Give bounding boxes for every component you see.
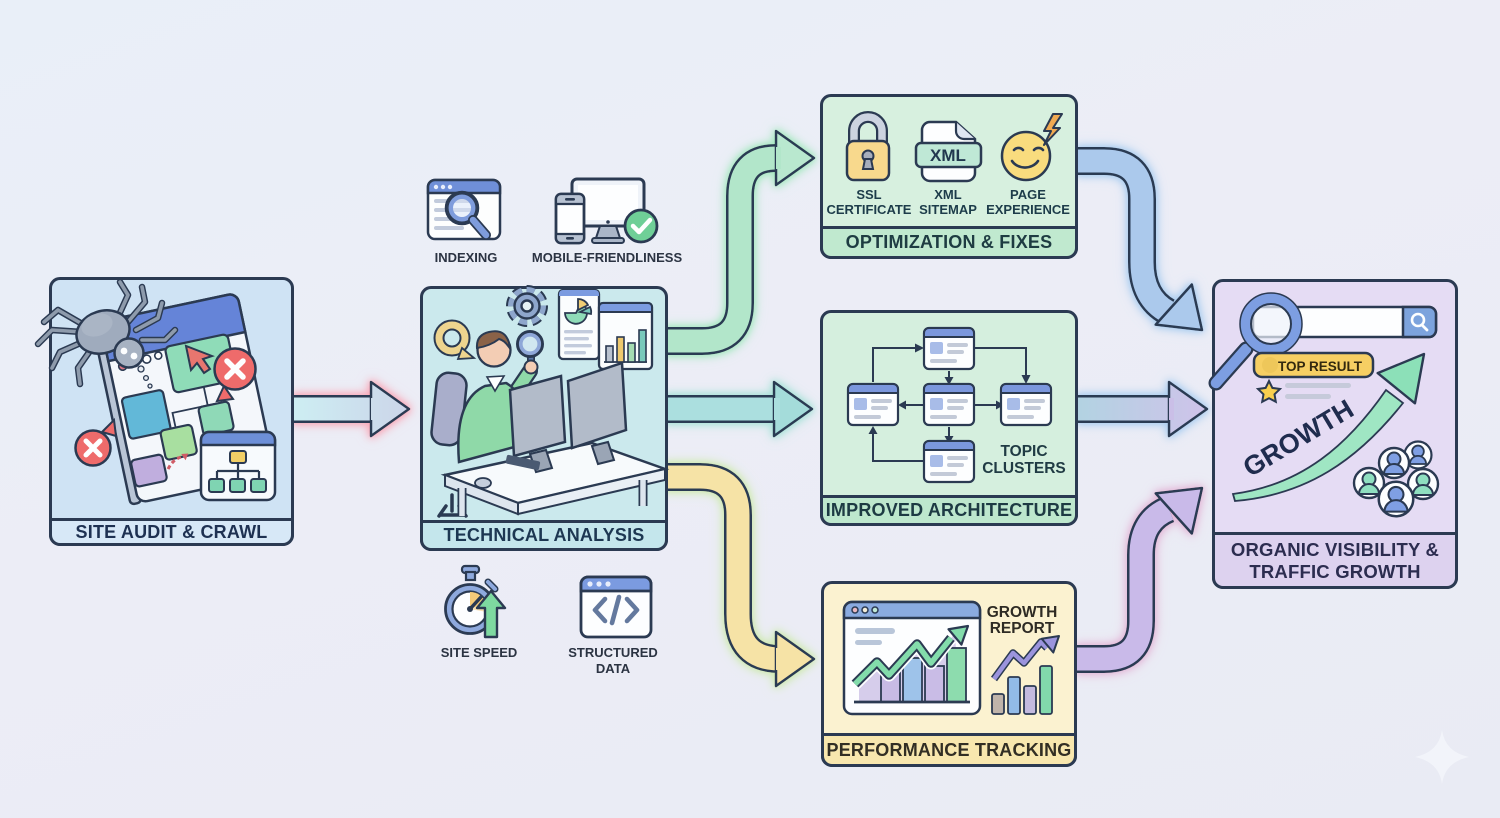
svg-text:GROWTH: GROWTH xyxy=(1238,394,1359,483)
svg-text:XML: XML xyxy=(930,146,966,165)
svg-text:SSL: SSL xyxy=(856,187,881,202)
svg-text:SITEMAP: SITEMAP xyxy=(919,202,977,217)
svg-text:GROWTH: GROWTH xyxy=(987,604,1058,621)
svg-text:EXPERIENCE: EXPERIENCE xyxy=(986,202,1070,217)
svg-text:PAGE: PAGE xyxy=(1010,187,1046,202)
svg-text:TOPIC: TOPIC xyxy=(1000,443,1047,460)
svg-text:CERTIFICATE: CERTIFICATE xyxy=(827,202,912,217)
svg-text:XML: XML xyxy=(934,187,962,202)
svg-text:REPORT: REPORT xyxy=(990,620,1055,637)
svg-text:TOP RESULT: TOP RESULT xyxy=(1278,359,1363,374)
svg-text:CLUSTERS: CLUSTERS xyxy=(982,460,1066,477)
